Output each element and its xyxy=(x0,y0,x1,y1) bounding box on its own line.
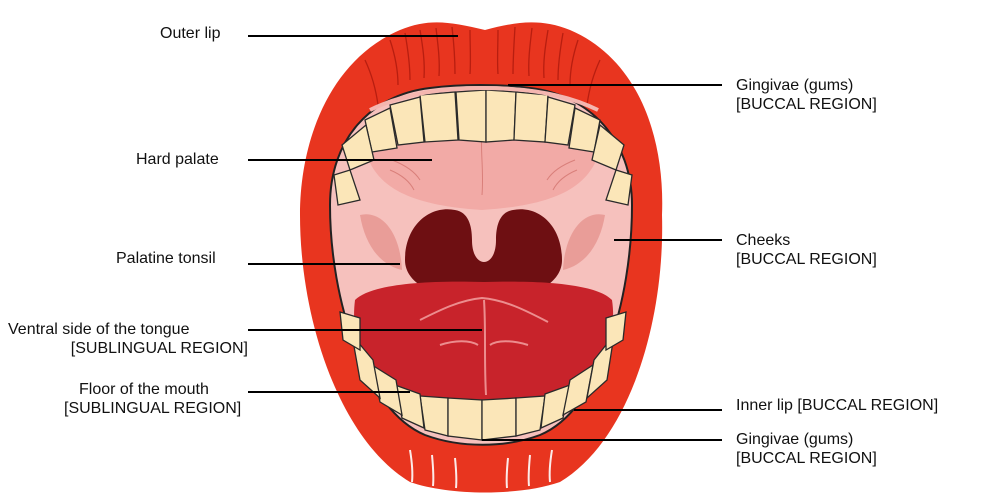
label-inner-lip: Inner lip [BUCCAL REGION] xyxy=(736,396,938,415)
label-floor-of-mouth: Floor of the mouth [SUBLINGUAL REGION] xyxy=(64,380,241,418)
label-cheeks: Cheeks [BUCCAL REGION] xyxy=(736,231,877,269)
label-hard-palate: Hard palate xyxy=(136,150,219,169)
label-ventral-tongue: Ventral side of the tongue [SUBLINGUAL R… xyxy=(8,320,248,358)
label-gingivae-top: Gingivae (gums) [BUCCAL REGION] xyxy=(736,76,877,114)
label-palatine-tonsil: Palatine tonsil xyxy=(116,249,216,268)
label-gingivae-bottom: Gingivae (gums) [BUCCAL REGION] xyxy=(736,430,877,468)
label-outer-lip: Outer lip xyxy=(160,24,220,43)
